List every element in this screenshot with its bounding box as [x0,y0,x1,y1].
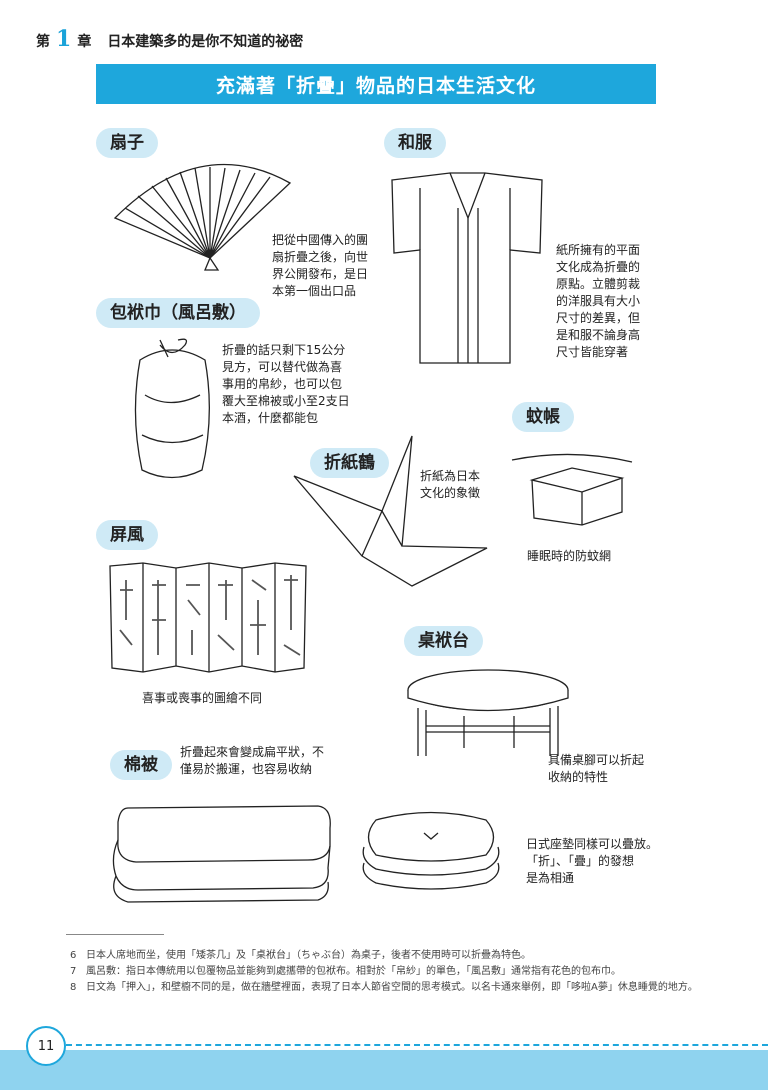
chapter-suffix: 章 [77,34,92,50]
footnote-number: 8 [70,982,77,993]
label-table: 桌袱台 [404,626,483,656]
crane-desc-line: 折紙為日本 [420,469,481,483]
cushion-desc-line: 日式座墊同樣可以疊放。 [526,837,659,851]
chapter-number: 1 [56,26,72,52]
cushion-desc-line: 「折」、「疊」的發想 [526,854,635,868]
chapter-prefix: 第 [36,34,50,50]
footnote-text: 日文為「押入」，和壁櫥不同的是，做在牆壁裡面，表現了日本人節省空間的思考模式。以… [86,982,698,993]
footnote: 8 日文為「押入」，和壁櫥不同的是，做在牆壁裡面，表現了日本人節省空間的思考模式… [70,980,720,996]
kimono-description: 紙所擁有的平面 文化成為折疊的 原點。立體剪裁 的洋服具有大小 尺寸的差異，但 … [556,242,666,361]
label-mosquito-net: 蚊帳 [512,402,574,432]
cushion-desc-line: 是為相通 [526,871,575,885]
fan-illustration [113,163,292,271]
mosquito-net-illustration [511,453,633,526]
footnote-number: 6 [70,950,77,961]
fan-desc-line: 扇折疊之後，向世 [272,250,369,264]
chapter-header: 第 1 章 日本建築多的是你不知道的祕密 [36,26,303,52]
furoshiki-illustration [134,338,210,479]
page-number: 11 [26,1026,66,1066]
screen-desc-line: 喜事或喪事的圖繪不同 [142,691,263,705]
footnote-text: 日本人席地而坐，使用「矮茶几」及「桌袱台」（ちゃぶ台）為桌子，後者不使用時可以折… [86,950,531,961]
futon-illustration [112,805,331,903]
futon-desc-line: 僅易於搬運，也容易收納 [180,762,313,776]
furoshiki-desc-line: 覆大至棉被或小至2支日 [222,394,350,408]
fan-desc-line: 界公開發布，是日 [272,267,369,281]
furoshiki-desc-line: 本酒，什麼都能包 [222,411,319,425]
bottom-band [0,1050,768,1090]
page-footer-divider [66,1044,768,1046]
kimono-desc-line: 紙所擁有的平面 [556,243,641,257]
mosquito-net-description: 睡眠時的防蚊網 [527,548,611,565]
futon-desc-line: 折疊起來會變成扁平狀，不 [180,745,325,759]
furoshiki-description: 折疊的話只剩下15公分 見方，可以替代做為喜 事用的帛紗，也可以包 覆大至棉被或… [222,342,372,427]
crane-description: 折紙為日本 文化的象徵 [420,468,480,502]
furoshiki-desc-line: 折疊的話只剩下15公分 [222,343,346,357]
label-screen: 屏風 [96,520,158,550]
kimono-desc-line: 是和服不論身高 [556,328,641,342]
mosquito-net-desc-line: 睡眠時的防蚊網 [527,549,612,563]
kimono-illustration [391,172,543,364]
fan-description: 把從中國傳入的團 扇折疊之後，向世 界公開發布，是日 本第一個出口品 [272,232,392,300]
chapter-title: 日本建築多的是你不知道的祕密 [107,34,304,50]
cushion-description: 日式座墊同樣可以疊放。 「折」、「疊」的發想 是為相通 [526,836,686,887]
footnote-number: 7 [70,966,77,977]
furoshiki-desc-line: 事用的帛紗，也可以包 [222,377,343,391]
footnotes: 6 日本人席地而坐，使用「矮茶几」及「桌袱台」（ちゃぶ台）為桌子，後者不使用時可… [70,948,720,996]
futon-description: 折疊起來會變成扁平狀，不 僅易於搬運，也容易收納 [180,744,350,778]
kimono-desc-line: 原點。立體剪裁 [556,277,641,291]
label-furoshiki: 包袱巾（風呂敷） [96,298,260,328]
chabudai-illustration [407,669,569,756]
screen-description: 喜事或喪事的圖繪不同 [142,690,262,707]
table-desc-line: 收納的特性 [548,770,609,784]
fan-desc-line: 把從中國傳入的團 [272,233,369,247]
label-fan: 扇子 [96,128,158,158]
table-description: 具備桌腳可以折起 收納的特性 [548,752,644,786]
kimono-desc-line: 的洋服具有大小 [556,294,641,308]
kimono-desc-line: 尺寸的差異，但 [556,311,641,325]
folding-screen-illustration [109,562,307,673]
kimono-desc-line: 尺寸皆能穿著 [556,345,629,359]
footnote: 6 日本人席地而坐，使用「矮茶几」及「桌袱台」（ちゃぶ台）為桌子，後者不使用時可… [70,948,720,964]
label-kimono: 和服 [384,128,446,158]
table-desc-line: 具備桌腳可以折起 [548,753,645,767]
page-title: 充滿著「折疊」物品的日本生活文化 [96,64,656,104]
label-futon: 棉被 [110,750,172,780]
footnote: 7 風呂敷：指日本傳統用以包覆物品並能夠到處攜帶的包袱布。相對於「帛紗」的單色，… [70,964,720,980]
furoshiki-desc-line: 見方，可以替代做為喜 [222,360,343,374]
crane-desc-line: 文化的象徵 [420,486,481,500]
fan-desc-line: 本第一個出口品 [272,284,357,298]
footnote-text: 風呂敷：指日本傳統用以包覆物品並能夠到處攜帶的包袱布。相對於「帛紗」的單色，「風… [86,966,621,977]
label-crane: 折紙鶴 [310,448,389,478]
zabuton-illustration [362,811,500,890]
footnote-divider [66,934,164,935]
crane-illustration [293,435,488,587]
kimono-desc-line: 文化成為折疊的 [556,260,641,274]
